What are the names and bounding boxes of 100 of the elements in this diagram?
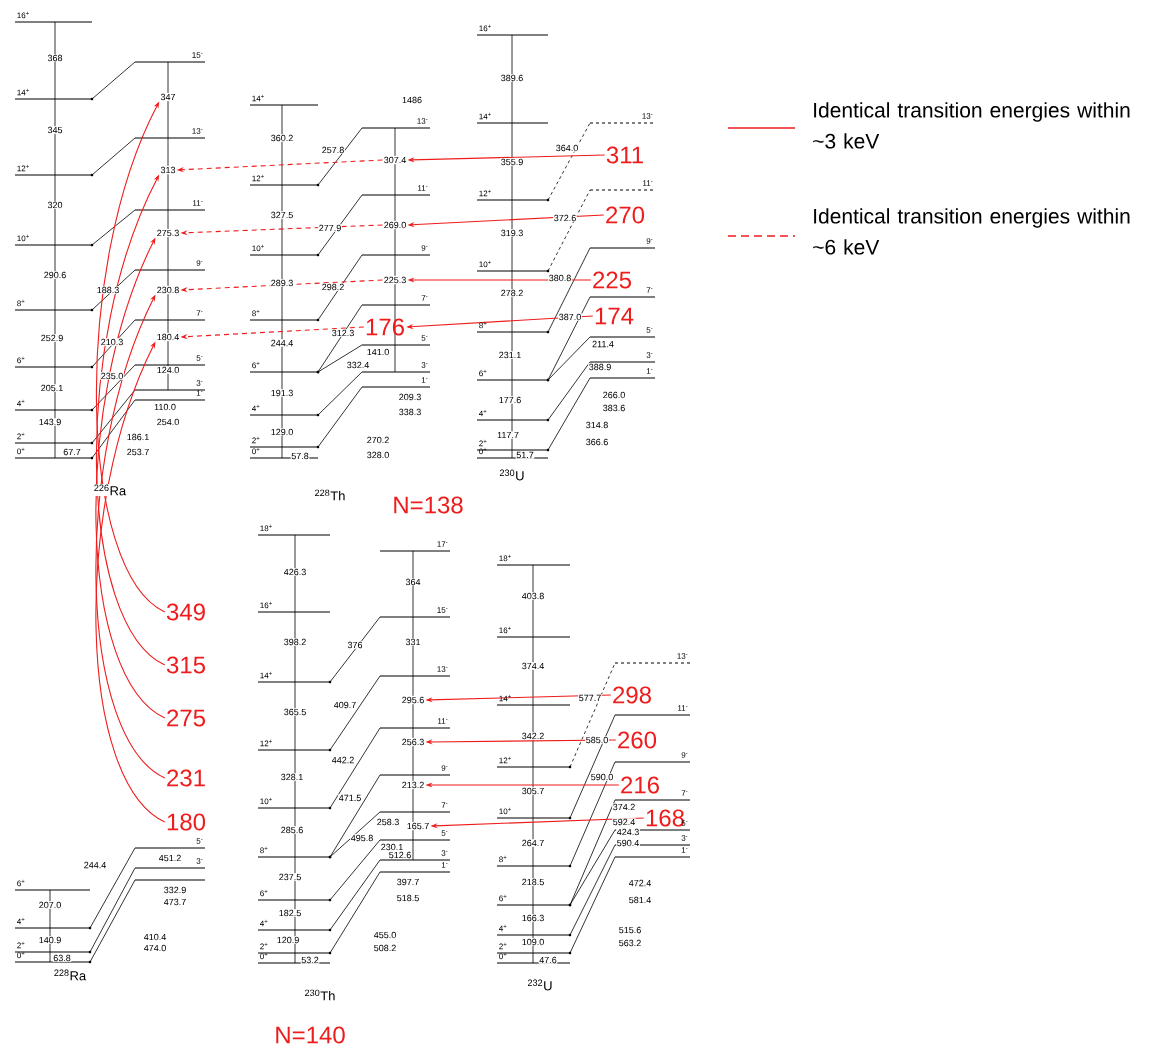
spin-label: 14$^{+}$ <box>479 112 491 120</box>
spin-label: 8$^{+}$ <box>17 299 25 307</box>
spin-label: 8$^{+}$ <box>260 846 268 854</box>
spin-label: 0$^{+}$ <box>17 447 25 455</box>
energy-label: 332.4 <box>346 361 370 369</box>
energy-label: 372.6 <box>553 214 577 222</box>
spin-label: 2$^{+}$ <box>17 432 25 440</box>
transition-energy-label: 176 <box>366 318 404 336</box>
spin-label: 0$^{+}$ <box>252 447 260 455</box>
energy-label: 590.0 <box>590 773 614 781</box>
energy-label: 141.0 <box>366 348 390 356</box>
transition-energy-label: 311 <box>606 146 643 164</box>
spin-label: 5$^{-}$ <box>196 838 203 844</box>
spin-label: 0$^{+}$ <box>17 951 25 959</box>
energy-label: 581.4 <box>628 896 652 904</box>
energy-label: 218.5 <box>521 878 545 886</box>
transition-energy-label: 180 <box>167 813 206 831</box>
transition-energy-label: 270 <box>606 206 645 224</box>
energy-label: 314.8 <box>585 421 609 429</box>
energy-label: 63.8 <box>52 954 72 962</box>
energy-label: 338.3 <box>398 408 422 416</box>
energy-label: 590.4 <box>616 839 640 847</box>
neutron-number-label: N=138 <box>394 496 463 514</box>
spin-label: 2$^{+}$ <box>479 439 487 447</box>
nucleus-label: $^{228}$Ra <box>53 969 87 981</box>
energy-label: 277.9 <box>318 224 342 232</box>
energy-label: 129.0 <box>270 428 294 436</box>
transition-energy-label: 231 <box>167 769 205 787</box>
nucleus-label: $^{228}$Th <box>314 489 347 501</box>
energy-label: 442.2 <box>331 756 355 764</box>
energy-label: 258.3 <box>376 818 400 826</box>
spin-label: 6$^{+}$ <box>499 894 507 902</box>
spin-label: 2$^{+}$ <box>252 436 260 444</box>
spin-label: 12$^{+}$ <box>17 164 29 172</box>
energy-label: 205.1 <box>40 384 64 392</box>
spin-label: 12$^{+}$ <box>499 756 511 764</box>
spin-label: 3$^{-}$ <box>441 850 448 856</box>
energy-label: 374.4 <box>521 662 545 670</box>
spin-label: 18$^{+}$ <box>260 524 272 532</box>
energy-label: 495.8 <box>350 834 374 842</box>
energy-label: 328.0 <box>366 451 390 459</box>
spin-label: 17$^{-}$ <box>437 541 448 547</box>
spin-label: 3$^{-}$ <box>196 380 203 386</box>
energy-label: 235.0 <box>100 372 124 380</box>
energy-label: 426.3 <box>283 568 307 576</box>
spin-label: 7$^{-}$ <box>441 802 448 808</box>
energy-label: 364 <box>404 578 422 586</box>
spin-label: 3$^{-}$ <box>681 835 688 841</box>
energy-label: 355.9 <box>500 158 524 166</box>
transition-energy-label: 225 <box>593 271 631 289</box>
spin-label: 12$^{+}$ <box>479 189 491 197</box>
energy-label: 289.3 <box>270 279 294 287</box>
energy-label: 364.0 <box>555 144 579 152</box>
energy-label: 577.7 <box>578 694 602 702</box>
spin-label: 6$^{+}$ <box>17 356 25 364</box>
legend-text: Identical transition energies within ~3 keV <box>813 102 1130 149</box>
energy-label: 266.0 <box>602 391 626 399</box>
spin-label: 7$^{-}$ <box>681 790 688 796</box>
energy-label: 388.9 <box>588 363 612 371</box>
spin-label: 16$^{+}$ <box>479 24 491 32</box>
spin-label: 6$^{+}$ <box>260 889 268 897</box>
energy-label: 518.5 <box>396 894 420 902</box>
spin-label: 4$^{+}$ <box>252 404 260 412</box>
energy-label: 285.6 <box>280 826 304 834</box>
energy-label: 110.0 <box>153 403 177 411</box>
spin-label: 1$^{-}$ <box>196 390 203 396</box>
energy-label: 230.1 <box>380 843 404 851</box>
energy-label: 244.4 <box>83 861 107 869</box>
transition-energy-label: 315 <box>166 656 205 674</box>
spin-label: 15$^{-}$ <box>437 607 448 613</box>
energy-label: 67.7 <box>62 448 82 456</box>
spin-label: 0$^{+}$ <box>499 952 507 960</box>
energy-label: 209.3 <box>398 393 422 401</box>
energy-label: 165.7 <box>405 821 431 831</box>
energy-label: 207.0 <box>38 901 62 909</box>
spin-label: 4$^{+}$ <box>17 917 25 925</box>
energy-label: 328.1 <box>280 773 304 781</box>
spin-label: 18$^{+}$ <box>499 554 511 562</box>
spin-label: 5$^{-}$ <box>646 327 653 333</box>
energy-label: 191.3 <box>270 389 294 397</box>
energy-label: 188.3 <box>96 286 120 294</box>
energy-label: 319.3 <box>500 229 524 237</box>
spin-label: 5$^{-}$ <box>421 335 428 341</box>
spin-label: 4$^{+}$ <box>499 924 507 932</box>
energy-label: 225.3 <box>382 275 408 285</box>
energy-label: 471.5 <box>338 794 362 802</box>
energy-label: 512.6 <box>388 851 412 859</box>
spin-label: 10$^{+}$ <box>499 807 511 815</box>
energy-label: 398.2 <box>283 638 307 646</box>
transition-energy-label: 216 <box>621 776 659 794</box>
energy-label: 257.8 <box>321 146 345 154</box>
energy-label: 264.7 <box>521 839 545 847</box>
energy-label: 409.7 <box>333 701 357 709</box>
energy-label: 320 <box>46 201 64 209</box>
spin-label: 4$^{+}$ <box>260 919 268 927</box>
spin-label: 2$^{+}$ <box>17 941 25 949</box>
spin-label: 7$^{-}$ <box>646 287 653 293</box>
spin-label: 16$^{+}$ <box>499 626 511 634</box>
energy-label: 474.0 <box>143 944 167 952</box>
spin-label: 5$^{-}$ <box>196 355 203 361</box>
